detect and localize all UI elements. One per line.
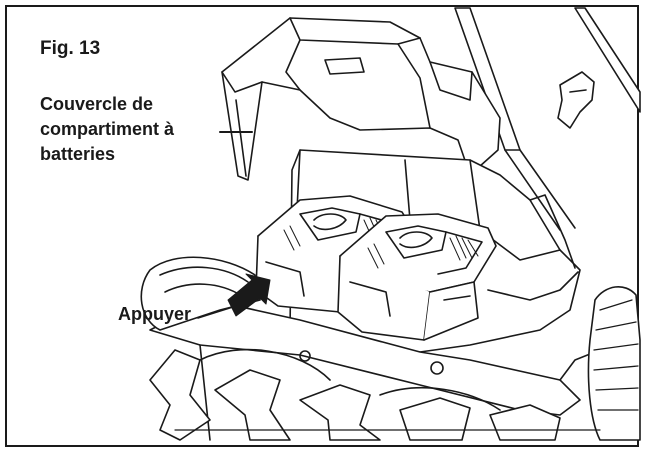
press-arrow [227, 273, 271, 317]
cover-label-line-3: batteries [40, 144, 116, 164]
cover-label: Couvercle de compartiment à batteries [40, 92, 174, 167]
battery-compartment-cover [221, 17, 501, 181]
battery-pack-right [337, 213, 497, 341]
cover-label-line-2: compartiment à [40, 119, 175, 139]
right-wheel [587, 286, 641, 441]
figure-border [5, 5, 639, 447]
auger [149, 348, 601, 441]
figure-number: Fig. 13 [40, 38, 101, 59]
press-leader-line [197, 305, 237, 319]
handle-bars [454, 7, 641, 231]
press-label: Appuyer [118, 304, 192, 324]
cover-label-line-1: Couvercle de [40, 94, 154, 114]
adjustment-knob [557, 71, 595, 129]
